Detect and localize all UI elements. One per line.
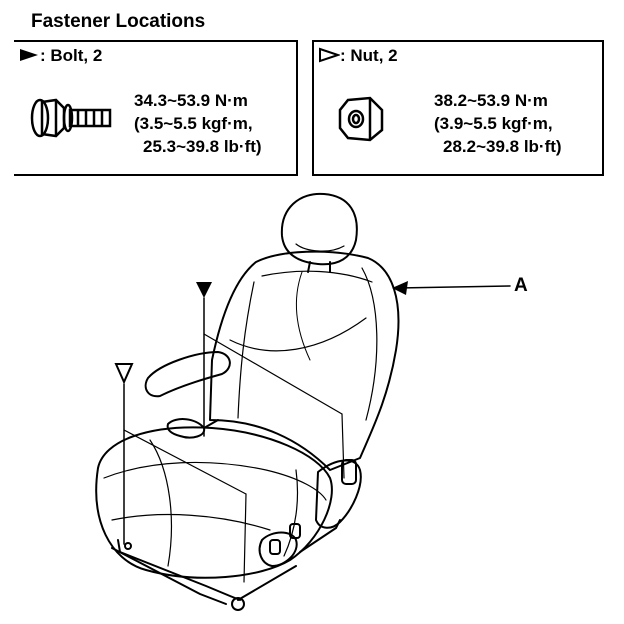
page-title: Fastener Locations <box>31 11 206 32</box>
bolt-spec-panel: : Bolt, 2 34.3~53.9 N·m (3.5~5.5 kgf·m, … <box>14 40 298 176</box>
armrest <box>144 351 231 398</box>
bolt-torque-nm: 34.3~53.9 N·m <box>134 91 248 110</box>
bolt-torque-kgfm: (3.5~5.5 kgf·m, <box>134 114 253 133</box>
bolt-marker-icon <box>196 282 212 298</box>
bolt-torque-lbft: 25.3~39.8 lb·ft) <box>143 137 262 156</box>
nut-torque-spec: 38.2~53.9 N·m (3.9~5.5 kgf·m, 28.2~39.8 … <box>434 89 562 158</box>
nut-torque-kgfm: (3.9~5.5 kgf·m, <box>434 114 553 133</box>
nut-torque-nm: 38.2~53.9 N·m <box>434 91 548 110</box>
nut-torque-lbft: 28.2~39.8 lb·ft) <box>443 137 562 156</box>
bolt-legend: : Bolt, 2 <box>18 46 102 66</box>
recliner-trim <box>315 459 362 529</box>
bolt-legend-label: : Bolt, 2 <box>40 46 103 65</box>
seat-rail <box>117 539 241 601</box>
headrest <box>280 192 358 266</box>
bolt-filled-triangle-icon <box>20 49 38 61</box>
seat-back <box>209 250 400 471</box>
nut-icon <box>338 96 384 142</box>
nut-marker-icon <box>114 363 134 385</box>
seat-cushion <box>95 426 333 579</box>
nut-open-triangle-icon <box>319 47 340 63</box>
nut-spec-panel: : Nut, 2 38.2~53.9 N·m (3.9~5.5 kgf·m, 2… <box>312 40 604 176</box>
bolt-icon <box>30 98 112 138</box>
callout-a-label: A <box>514 275 528 296</box>
nut-legend: : Nut, 2 <box>318 46 398 66</box>
nut-legend-label: : Nut, 2 <box>340 46 398 65</box>
bolt-torque-spec: 34.3~53.9 N·m (3.5~5.5 kgf·m, 25.3~39.8 … <box>134 89 262 158</box>
